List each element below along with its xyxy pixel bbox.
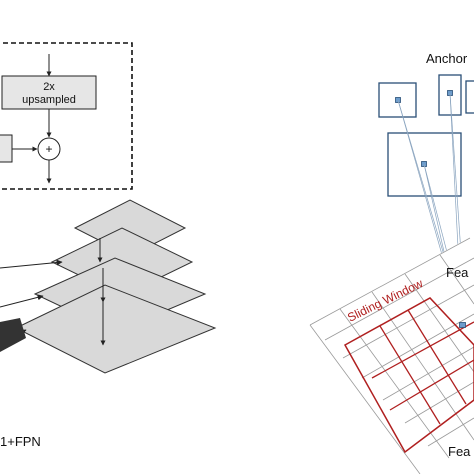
side-input-arrow-1 — [0, 259, 63, 269]
upsample-label-line1: 2x — [43, 81, 55, 93]
dashed-frame — [0, 42, 133, 190]
side-input-arrow-2 — [0, 294, 44, 308]
pyramid-layer-bottom — [14, 284, 217, 374]
left-caption: 1+FPN — [0, 434, 41, 449]
sliding-window-row-line-2 — [389, 359, 474, 411]
pyramid — [0, 199, 217, 374]
anchor-box-tall — [438, 74, 462, 116]
upsample-label-line2: upsampled — [22, 94, 76, 106]
feature-map-center-cell — [459, 322, 466, 328]
add-symbol: + — [45, 142, 52, 156]
anchor-boxes — [378, 74, 474, 197]
anchor-box-partial — [465, 80, 474, 114]
sliding-window-row-line-1 — [371, 321, 474, 379]
anchor-box-large — [387, 132, 462, 197]
sliding-window-col-line-1 — [379, 325, 441, 425]
anchor-box-small — [378, 82, 417, 118]
backbone-fragment — [0, 318, 26, 352]
sliding-window-outline — [343, 297, 474, 454]
upsample-box — [1, 75, 97, 110]
lateral-conv-box — [0, 134, 13, 163]
feature-map-side-label: Fea — [446, 265, 469, 280]
fpn-detail-block: 2x upsampled + — [0, 42, 133, 190]
sliding-window-col-line-2 — [407, 309, 467, 405]
feature-map-label: Fea — [448, 444, 471, 459]
anchor-label: Anchor — [426, 51, 468, 66]
